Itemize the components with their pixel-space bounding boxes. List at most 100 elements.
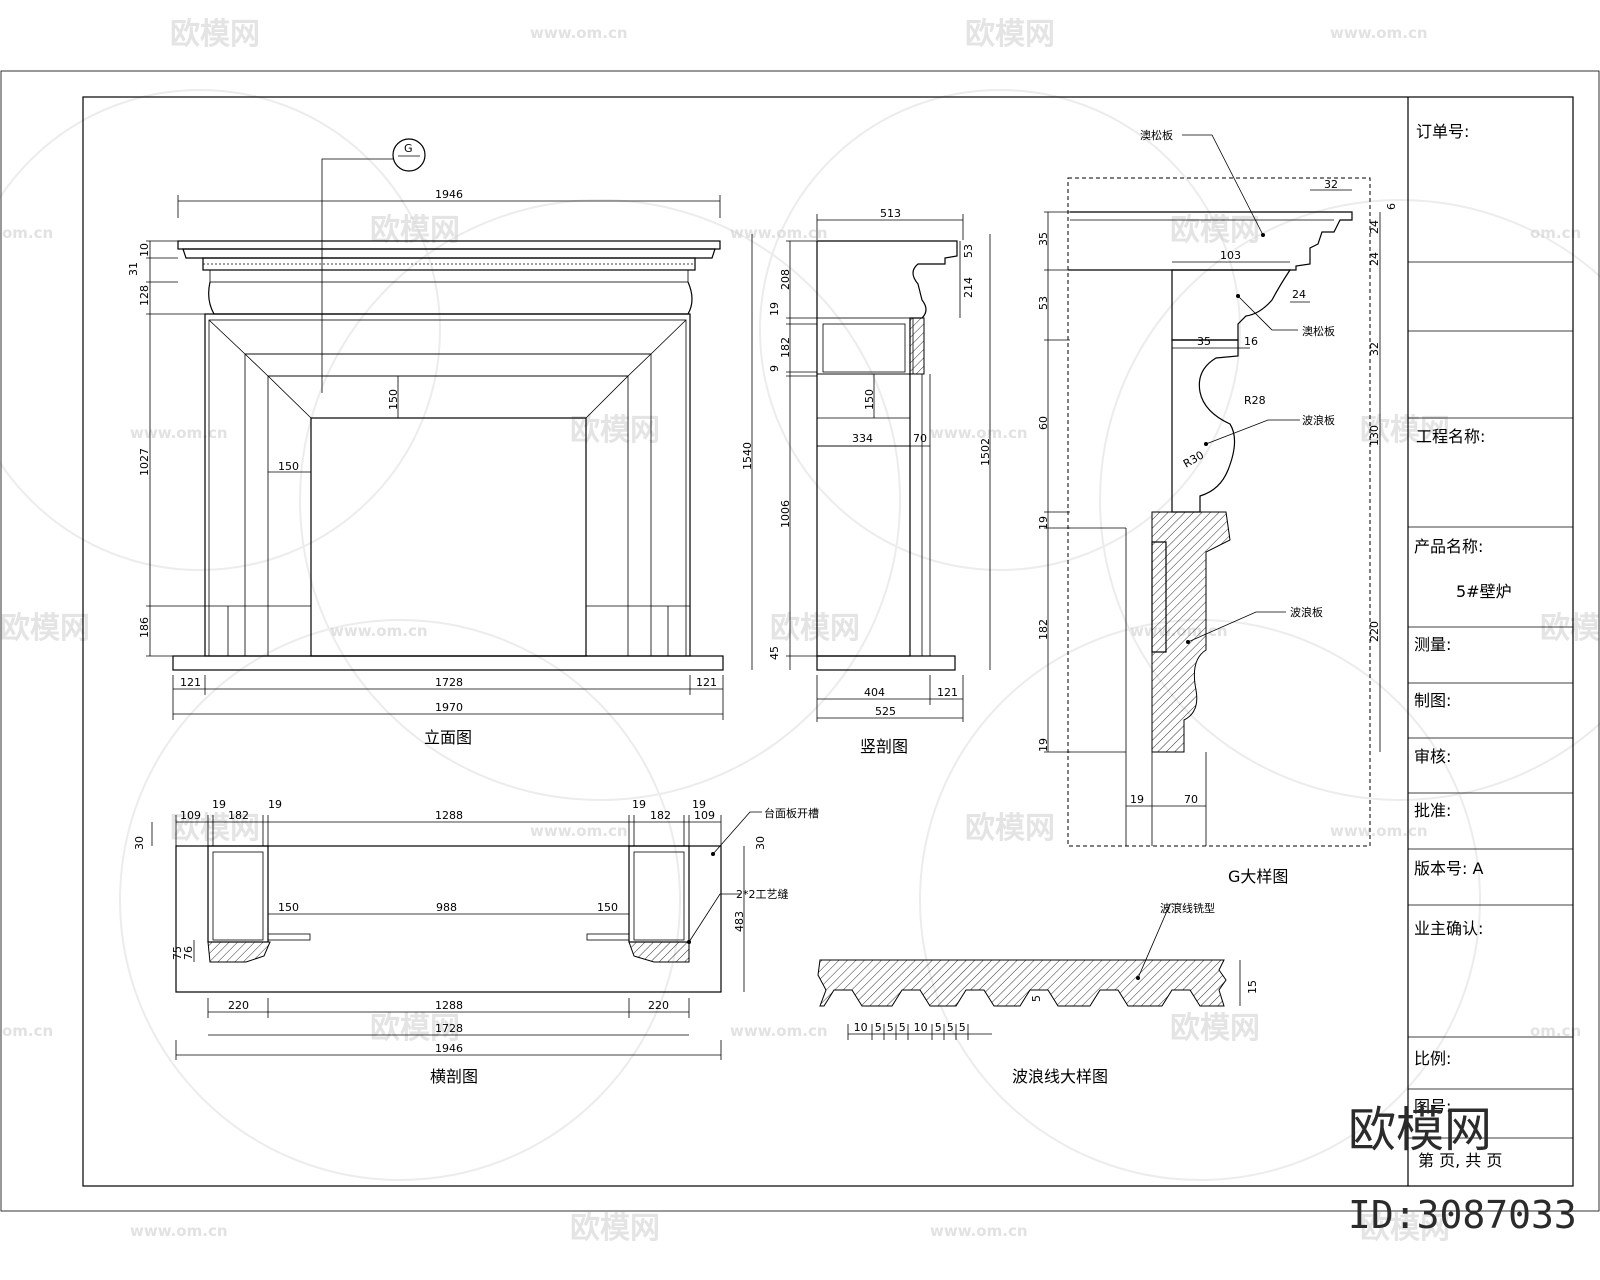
plan-dim-109a: 109 bbox=[180, 809, 201, 822]
plan-dim-30a: 30 bbox=[133, 836, 146, 850]
plan-dim-483: 483 bbox=[733, 911, 746, 932]
plan-dim-182a: 182 bbox=[228, 809, 249, 822]
review-label: 审核: bbox=[1414, 747, 1451, 766]
sec-dim-1540: 1540 bbox=[741, 442, 754, 470]
g-dim-19b: 19 bbox=[1037, 738, 1050, 752]
watermark-brand: 欧模网 bbox=[570, 1211, 660, 1246]
section-caption: 竖剖图 bbox=[860, 737, 908, 756]
plan-note-gap: 2*2工艺缝 bbox=[736, 887, 789, 901]
sec-dim-334: 334 bbox=[852, 432, 873, 445]
wave-dim-value: 5 bbox=[899, 1021, 906, 1034]
watermark-brand: 欧模网 bbox=[370, 1011, 460, 1046]
sec-dim-404: 404 bbox=[864, 686, 885, 699]
g-label-low: 波浪板 bbox=[1290, 605, 1323, 619]
elev-dim-top: 1946 bbox=[435, 188, 463, 201]
sec-dim-150: 150 bbox=[863, 389, 876, 410]
plan-dim-1728: 1728 bbox=[435, 1022, 463, 1035]
g-dim-19a: 19 bbox=[1037, 516, 1050, 530]
product-name-value: 5#壁炉 bbox=[1456, 582, 1512, 601]
sec-dim-45: 45 bbox=[768, 646, 781, 660]
g-dim-6: 6 bbox=[1385, 203, 1398, 210]
g-dim-16: 16 bbox=[1244, 335, 1258, 348]
section-view: 513 53 214 208 19 182 9 1006 45 1540 150… bbox=[741, 207, 992, 756]
plan-view: 109 19 182 19 1288 19 182 19 109 30 30 1… bbox=[133, 798, 819, 1086]
sec-dim-53: 53 bbox=[962, 244, 975, 258]
elev-dim-186: 186 bbox=[138, 617, 151, 638]
wave-caption: 波浪线大样图 bbox=[1012, 1067, 1108, 1086]
g-dim-35b: 35 bbox=[1197, 335, 1211, 348]
g-label-mid: 澳松板 bbox=[1302, 324, 1335, 338]
g-dim-35: 35 bbox=[1037, 232, 1050, 246]
g-dim-103: 103 bbox=[1220, 249, 1241, 262]
plan-dim-109b: 109 bbox=[694, 809, 715, 822]
g-dim-24b: 24 bbox=[1368, 252, 1381, 266]
g-dim-32: 32 bbox=[1368, 342, 1381, 356]
sec-dim-214: 214 bbox=[962, 277, 975, 298]
g-dim-60: 60 bbox=[1037, 416, 1050, 430]
owner-confirm-label: 业主确认: bbox=[1414, 919, 1483, 938]
wave-dim-value: 5 bbox=[947, 1021, 954, 1034]
plan-dim-75: 75 bbox=[171, 946, 184, 960]
watermark-url: www.om.cn bbox=[730, 1022, 828, 1040]
wave-label: 波浪线铣型 bbox=[1160, 901, 1215, 915]
g-label-top: 澳松板 bbox=[1140, 128, 1173, 142]
drawing-no-label: 图号: bbox=[1414, 1097, 1451, 1116]
plan-dim-19b: 19 bbox=[268, 798, 282, 811]
g-dim-70: 70 bbox=[1184, 793, 1198, 806]
scale-label: 比例: bbox=[1414, 1049, 1451, 1068]
g-detail-view: 35 53 60 19 182 19 24 24 32 130 220 6 32… bbox=[1037, 128, 1398, 886]
watermark-url: www.om.cn bbox=[1330, 24, 1428, 42]
watermark-brand: 欧模网 bbox=[170, 811, 260, 846]
sec-dim-19: 19 bbox=[768, 302, 781, 316]
elev-dim-121a: 121 bbox=[180, 676, 201, 689]
plan-dim-150b: 150 bbox=[597, 901, 618, 914]
sec-dim-182: 182 bbox=[779, 337, 792, 358]
elevation-caption: 立面图 bbox=[424, 728, 472, 747]
sec-dim-525: 525 bbox=[875, 705, 896, 718]
wave-dim-value: 5 bbox=[887, 1021, 894, 1034]
watermark-brand: 欧模网 bbox=[965, 17, 1055, 52]
watermark-brand: 欧模网 bbox=[0, 611, 90, 646]
elev-dim-128: 128 bbox=[138, 285, 151, 306]
watermark-brand: 欧模网 bbox=[1360, 413, 1450, 448]
measure-label: 测量: bbox=[1414, 635, 1451, 654]
elev-dim-31: 31 bbox=[127, 262, 140, 276]
watermark-url: www.om.cn bbox=[130, 424, 228, 442]
wave-dim-value: 10 bbox=[854, 1021, 868, 1034]
brand-id-watermark: ID:3087033 bbox=[1348, 1193, 1577, 1237]
plan-dim-988: 988 bbox=[436, 901, 457, 914]
g-detail-caption: G大样图 bbox=[1228, 867, 1288, 886]
wave-dim-5: 5 bbox=[1030, 995, 1043, 1002]
plan-dim-220a: 220 bbox=[228, 999, 249, 1012]
elev-dim-1728: 1728 bbox=[435, 676, 463, 689]
wave-dim-value: 5 bbox=[959, 1021, 966, 1034]
elev-dim-150-vert: 150 bbox=[387, 389, 400, 410]
wave-dim-value: 5 bbox=[875, 1021, 882, 1034]
plan-dim-1946: 1946 bbox=[435, 1042, 463, 1055]
inner-sheet-border bbox=[82, 96, 1574, 1187]
watermark-url: www.om.cn bbox=[330, 622, 428, 640]
wave-dim-value: 10 bbox=[914, 1021, 928, 1034]
watermark-layer: 欧模网 www.om.cn 欧模网 www.om.cn om.cn 欧模网 ww… bbox=[0, 17, 1600, 1246]
plan-note-groove: 台面板开槽 bbox=[764, 806, 819, 820]
watermark-brand: 欧模网 bbox=[1170, 213, 1260, 248]
wave-dim-value: 5 bbox=[935, 1021, 942, 1034]
watermark-url: www.om.cn bbox=[530, 822, 628, 840]
elevation-view: G 1946 10 31 128 1027 186 150 150 121 17… bbox=[127, 138, 724, 747]
g-dim-19c: 19 bbox=[1130, 793, 1144, 806]
sec-dim-1006: 1006 bbox=[779, 500, 792, 528]
g-r30: R30 bbox=[1181, 449, 1206, 471]
elev-dim-1970: 1970 bbox=[435, 701, 463, 714]
watermark-brand: 欧模网 bbox=[1540, 611, 1600, 646]
g-dim-53: 53 bbox=[1037, 296, 1050, 310]
project-name-label: 工程名称: bbox=[1416, 427, 1485, 446]
watermark-url: om.cn bbox=[1530, 1022, 1581, 1040]
watermark-url: www.om.cn bbox=[930, 424, 1028, 442]
g-marker-label: G bbox=[404, 142, 413, 155]
plan-dim-182b: 182 bbox=[650, 809, 671, 822]
watermark-url: www.om.cn bbox=[930, 1222, 1028, 1240]
g-dim-130: 130 bbox=[1368, 425, 1381, 446]
sec-dim-121: 121 bbox=[937, 686, 958, 699]
